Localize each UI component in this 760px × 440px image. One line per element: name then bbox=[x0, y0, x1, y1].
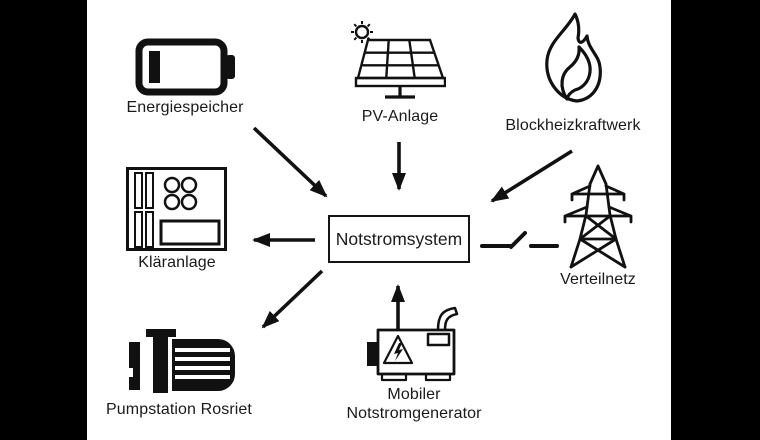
generator-icon bbox=[367, 306, 459, 382]
blockheizkraftwerk-label: Blockheizkraftwerk bbox=[505, 117, 641, 134]
flame-icon bbox=[545, 12, 602, 103]
verteilnetz-label: Verteilnetz bbox=[560, 271, 636, 288]
transmission-tower-icon bbox=[563, 164, 633, 269]
klaeranlage-label: Kläranlage bbox=[138, 254, 216, 271]
notstromsystem-node: Notstromsystem bbox=[328, 215, 470, 263]
treatment-plant-icon bbox=[126, 167, 227, 251]
generator-label-line1: Mobiler bbox=[387, 386, 441, 403]
pv-anlage-label: PV-Anlage bbox=[361, 108, 439, 125]
solar-panel-sun-icon bbox=[351, 21, 446, 99]
pumpstation-label: Pumpstation Rosriet bbox=[106, 401, 252, 418]
notstromsystem-label: Notstromsystem bbox=[335, 228, 463, 249]
generator-label-line2: Notstromgenerator bbox=[346, 405, 482, 422]
pump-icon bbox=[127, 329, 235, 393]
battery-icon bbox=[135, 38, 235, 96]
energiespeicher-label: Energiespeicher bbox=[126, 99, 244, 116]
